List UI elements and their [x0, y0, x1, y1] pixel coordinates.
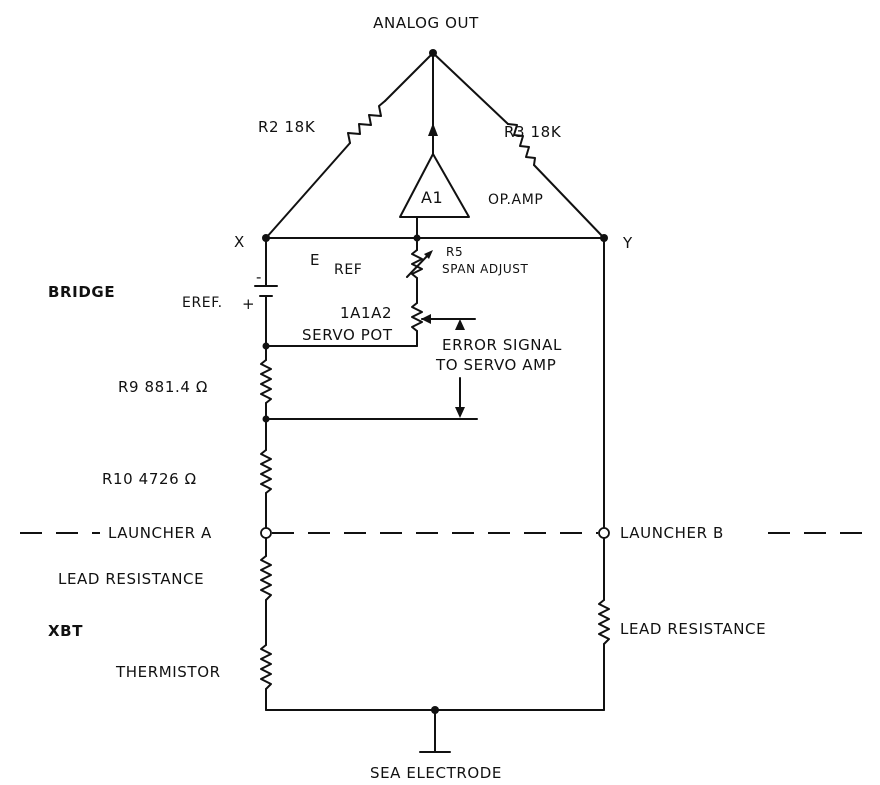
thermistor-resistor: [260, 644, 272, 690]
current-arrow-icon: [428, 123, 438, 136]
reference-line: [262, 234, 608, 242]
a1-label: A1: [421, 188, 443, 207]
launcher-b-label: LAUNCHER B: [620, 524, 724, 542]
error-signal-label-2: TO SERVO AMP: [435, 356, 556, 374]
eref-label: EREF.: [182, 295, 223, 311]
lead-resistance-a-label: LEAD RESISTANCE: [58, 570, 204, 588]
xbt-label: XBT: [48, 622, 83, 640]
analog-out-label: ANALOG OUT: [373, 14, 479, 32]
servo-pot-resistor: [411, 302, 423, 332]
launcher-b-terminal: [598, 527, 610, 539]
node-x-label: X: [234, 233, 245, 251]
analog-out-node: [429, 49, 437, 57]
right-leg: [598, 237, 610, 711]
thermistor-label: THERMISTOR: [115, 663, 221, 681]
error-down-arrow-icon: [455, 407, 465, 418]
variable-arrow-icon: [424, 250, 433, 259]
lead-resistance-b-label: LEAD RESISTANCE: [620, 620, 766, 638]
output-network: [265, 49, 605, 239]
error-up-arrow-icon: [455, 319, 465, 330]
r3-resistor: [507, 123, 536, 166]
sea-electrode-label: SEA ELECTRODE: [370, 764, 502, 782]
r2-resistor: [347, 100, 386, 144]
r10-label: R10 4726 Ω: [102, 470, 197, 488]
bridge-label: BRIDGE: [48, 283, 115, 301]
span-adjust-label: SPAN ADJUST: [442, 262, 528, 276]
r9-resistor: [260, 359, 272, 404]
node-y-label: Y: [622, 234, 633, 252]
launcher-a-terminal: [260, 527, 272, 539]
r3-label: R3 18K: [504, 123, 562, 141]
r5-resistor: [411, 249, 423, 279]
lead-resistance-a-resistor: [260, 555, 272, 601]
battery-minus-label: -: [256, 268, 262, 286]
sea-electrode-section: [265, 706, 605, 753]
span-adjust-branch: [265, 237, 476, 347]
op-amp-triangle-icon: [399, 153, 470, 218]
launcher-a-label: LAUNCHER A: [108, 524, 212, 542]
r2-label: R2 18K: [258, 118, 316, 136]
ref-label: REF: [334, 262, 362, 278]
e-label: E: [310, 251, 320, 269]
servo-pot-label: SERVO POT: [302, 326, 393, 344]
r10-resistor: [260, 449, 272, 494]
r9-label: R9 881.4 Ω: [118, 378, 208, 396]
op-amp-label: OP.AMP: [488, 192, 543, 208]
servo-id-label: 1A1A2: [340, 304, 392, 322]
error-signal-label-1: ERROR SIGNAL: [442, 336, 562, 354]
r5-label: R5: [446, 245, 463, 259]
left-leg: [254, 237, 478, 711]
wiper-arrow-icon: [421, 314, 431, 324]
battery-plus-label: +: [242, 295, 255, 313]
lead-resistance-b-resistor: [598, 599, 610, 645]
